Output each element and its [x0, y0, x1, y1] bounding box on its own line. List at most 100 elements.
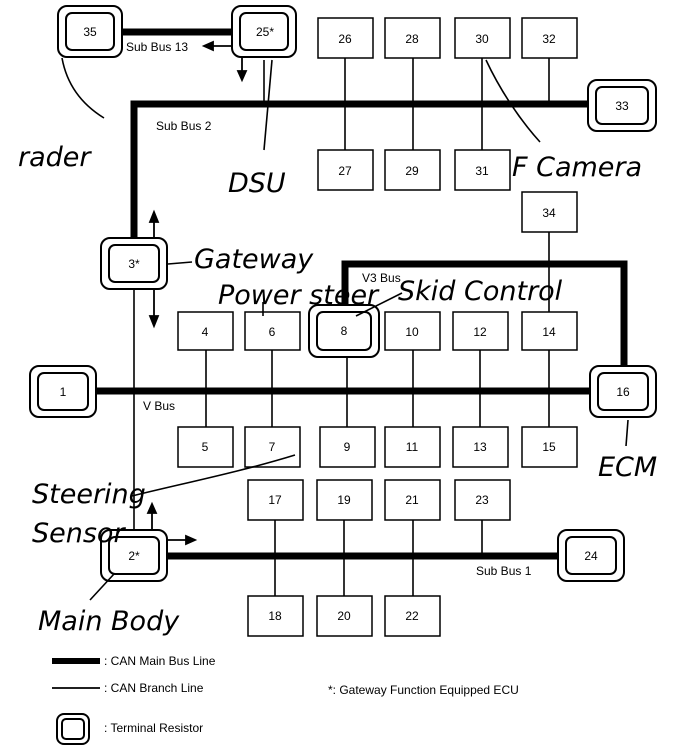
rader-pointer	[61, 57, 105, 119]
node-3-label: 3*	[128, 257, 140, 271]
bus-labels: Sub Bus 13 Sub Bus 2 V3 Bus V Bus Sub Bu…	[126, 40, 532, 578]
node-34-label: 34	[542, 206, 556, 220]
arrow-3-head-down	[148, 315, 160, 329]
node-35[interactable]: 35	[57, 5, 123, 58]
sub-bus-13-label: Sub Bus 13	[126, 40, 188, 54]
steering-note: Steering	[32, 479, 146, 510]
node-12[interactable]: 12	[452, 311, 509, 351]
node-32-label: 32	[542, 32, 556, 46]
node-25-label: 25*	[256, 25, 274, 39]
node-23-label: 23	[475, 493, 489, 507]
node-29[interactable]: 29	[384, 149, 441, 191]
handwritten-text: rader DSU F Camera Gateway Power steer S…	[18, 142, 657, 637]
node-14-label: 14	[542, 325, 556, 339]
node-4[interactable]: 4	[177, 311, 234, 351]
node-27-label: 27	[338, 164, 352, 178]
node-26-label: 26	[338, 32, 352, 46]
v3-bus-label: V3 Bus	[362, 271, 401, 285]
node-25[interactable]: 25*	[231, 5, 297, 58]
legend-main-bus-label: : CAN Main Bus Line	[104, 654, 216, 668]
arrow-25-head-left	[201, 40, 214, 52]
node-1-label: 1	[60, 385, 67, 399]
arrow-25-head-down	[236, 70, 248, 83]
node-3[interactable]: 3*	[100, 237, 168, 290]
node-10[interactable]: 10	[384, 311, 441, 351]
arrow-2-head-up	[146, 501, 158, 514]
ecm-note: ECM	[598, 452, 657, 483]
handwritten-annotations	[61, 57, 629, 601]
node-20-label: 20	[337, 609, 351, 623]
node-13-label: 13	[473, 440, 487, 454]
node-10-label: 10	[405, 325, 419, 339]
sub-bus-2-label: Sub Bus 2	[156, 119, 212, 133]
main-body-pointer	[89, 573, 115, 601]
node-15-label: 15	[542, 440, 556, 454]
node-29-label: 29	[405, 164, 419, 178]
node-2[interactable]: 2*	[100, 529, 168, 582]
legend-resistor-swatch	[56, 713, 90, 745]
node-2-label: 2*	[128, 549, 140, 563]
node-30-label: 30	[475, 32, 489, 46]
node-24[interactable]: 24	[557, 529, 625, 582]
node-12-label: 12	[473, 325, 487, 339]
node-33[interactable]: 33	[587, 79, 657, 132]
node-21[interactable]: 21	[384, 479, 441, 521]
f-camera-pointer	[485, 59, 541, 143]
node-13[interactable]: 13	[452, 426, 509, 468]
legend-gateway-note: *: Gateway Function Equipped ECU	[328, 683, 519, 697]
node-8[interactable]: 8	[308, 304, 380, 358]
node-21-label: 21	[405, 493, 419, 507]
node-30[interactable]: 30	[454, 17, 511, 59]
node-31[interactable]: 31	[454, 149, 511, 191]
node-24-label: 24	[584, 549, 598, 563]
node-16[interactable]: 16	[589, 365, 657, 418]
node-5-label: 5	[202, 440, 209, 454]
node-5[interactable]: 5	[177, 426, 234, 468]
legend-branch-label: : CAN Branch Line	[104, 681, 204, 695]
legend-resistor-label: : Terminal Resistor	[104, 721, 203, 735]
gateway-pointer	[167, 261, 193, 265]
node-1[interactable]: 1	[29, 365, 97, 418]
sub-bus-2-line	[130, 100, 594, 244]
node-34[interactable]: 34	[521, 191, 578, 233]
node-17[interactable]: 17	[247, 479, 304, 521]
branch-lines	[133, 58, 550, 596]
node-7[interactable]: 7	[244, 426, 301, 468]
node-23[interactable]: 23	[454, 479, 511, 521]
node-27[interactable]: 27	[317, 149, 374, 191]
node-20[interactable]: 20	[316, 595, 373, 637]
node-8-label: 8	[341, 324, 348, 338]
node-6-label: 6	[269, 325, 276, 339]
node-18[interactable]: 18	[247, 595, 304, 637]
node-16-label: 16	[616, 385, 630, 399]
node-14[interactable]: 14	[521, 311, 578, 351]
node-6[interactable]: 6	[244, 311, 301, 351]
ecm-pointer	[625, 419, 629, 447]
node-4-label: 4	[202, 325, 209, 339]
arrow-2-head-right	[185, 534, 198, 546]
dsu-note: DSU	[228, 168, 286, 199]
node-28[interactable]: 28	[384, 17, 441, 59]
v-bus-label: V Bus	[143, 399, 175, 413]
rader-note: rader	[18, 142, 92, 173]
node-28-label: 28	[405, 32, 419, 46]
node-19-label: 19	[337, 493, 351, 507]
node-19[interactable]: 19	[316, 479, 373, 521]
node-9[interactable]: 9	[319, 426, 376, 468]
arrow-3-head-up	[148, 209, 160, 223]
node-11[interactable]: 11	[384, 426, 441, 468]
node-32[interactable]: 32	[521, 17, 578, 59]
node-17-label: 17	[268, 493, 282, 507]
node-22[interactable]: 22	[384, 595, 441, 637]
v3-bus-line	[341, 260, 628, 371]
node-31-label: 31	[475, 164, 489, 178]
power-steer-note: Power steer	[218, 280, 380, 311]
node-11-label: 11	[406, 440, 419, 454]
sensor-note: Sensor	[32, 518, 126, 549]
node-35-label: 35	[83, 25, 97, 39]
node-15[interactable]: 15	[521, 426, 578, 468]
node-18-label: 18	[268, 609, 282, 623]
node-26[interactable]: 26	[317, 17, 374, 59]
ecu-nodes: 26 28 30 32 27 29 31 34 4 6 10 12 14 5 7…	[177, 17, 578, 637]
